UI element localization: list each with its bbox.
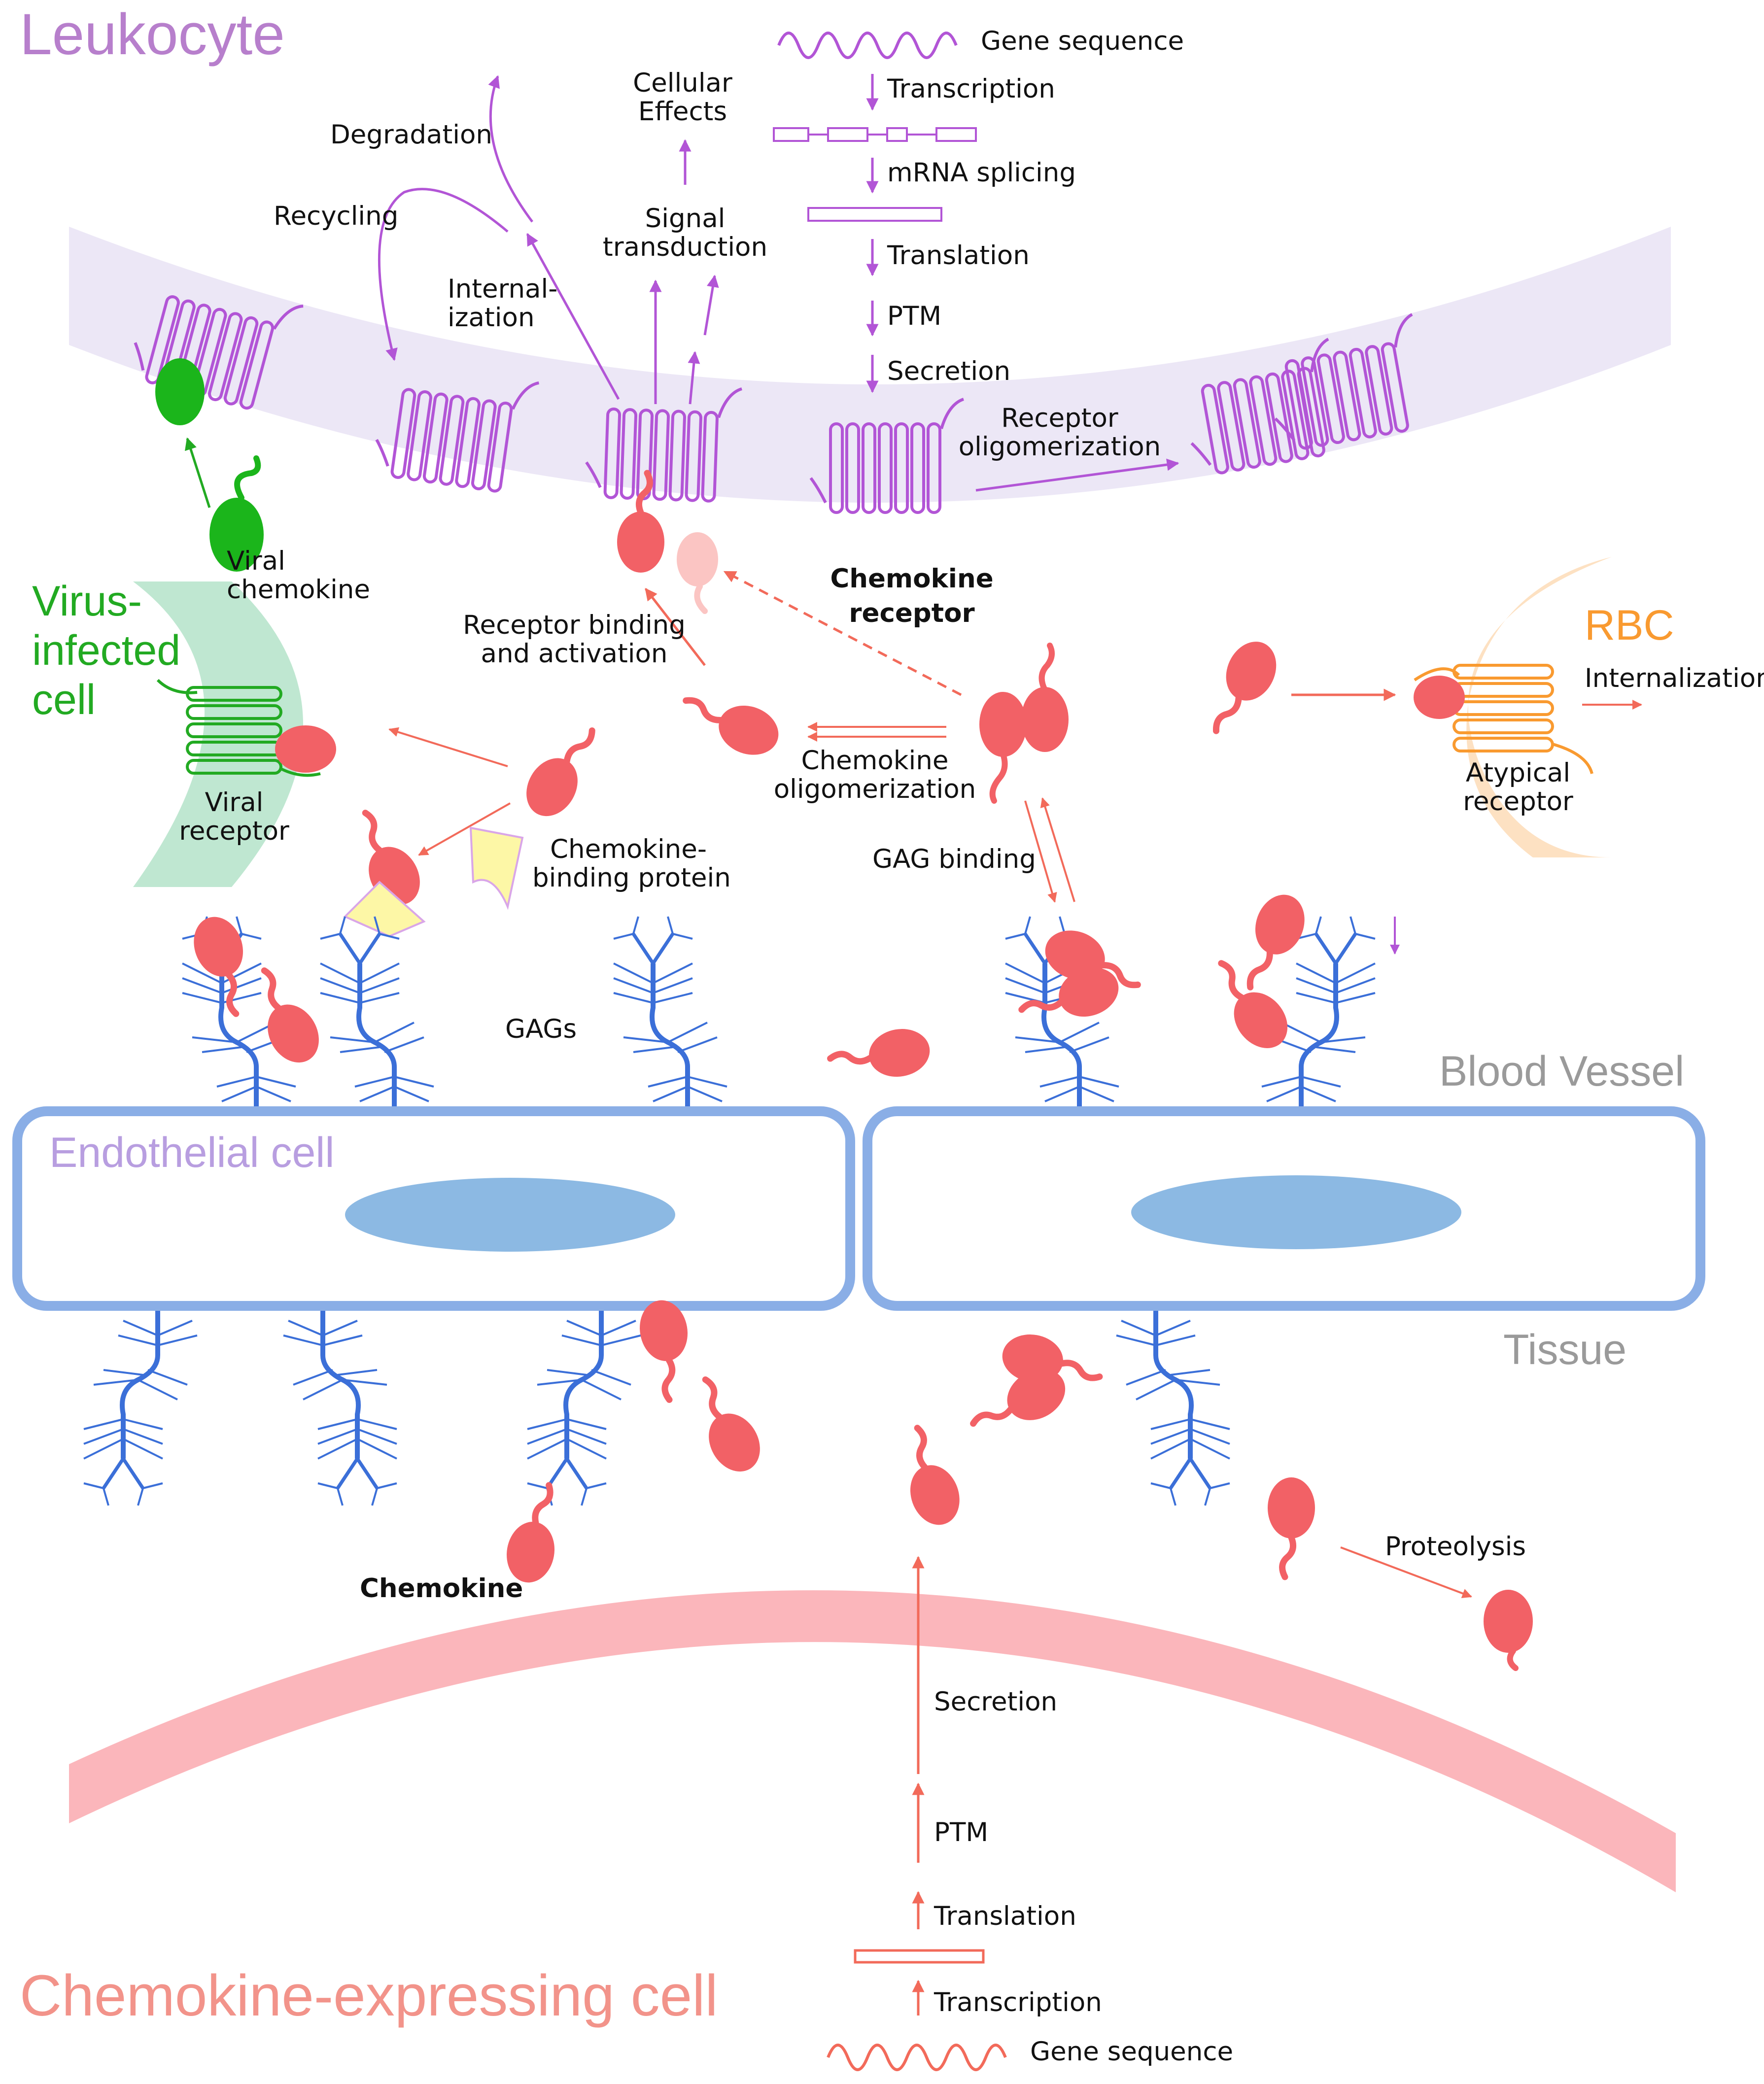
proteolysis-label: Proteolysis (1385, 1532, 1526, 1562)
signal-transduction-label: Signal transduction (602, 204, 768, 262)
chemokine-receptor-label: Chemokine receptor (830, 564, 994, 628)
expressing-translation-label: Translation (934, 1901, 1076, 1931)
leukocyte-gene-sequence-label: Gene sequence (981, 26, 1184, 56)
degradation-label: Degradation (330, 120, 492, 150)
expressing-transcription-label: Transcription (934, 1987, 1102, 2017)
virus-infected-cell-title: Virus- infected cell (32, 578, 181, 723)
internalization-rbc-label: Internalization (1585, 663, 1764, 693)
expressing-ptm-label: PTM (934, 1817, 989, 1847)
endothelial-cell-label: Endothelial cell (49, 1129, 335, 1176)
atypical-receptor-label: Atypical receptor (1463, 758, 1573, 817)
leukocyte-translation-label: Translation (887, 240, 1030, 271)
viral-receptor-label: Viral receptor (179, 787, 289, 846)
receptor-binding-label: Receptor binding and activation (463, 610, 686, 669)
viral-chemokine-label: Viral chemokine (227, 546, 371, 605)
cellular-effects-label: Cellular Effects (633, 68, 732, 127)
leukocyte-mrna-splicing-label: mRNA splicing (887, 158, 1076, 188)
gag-binding-label: GAG binding (872, 844, 1036, 874)
leukocyte-title: Leukocyte (20, 2, 285, 67)
tissue-label: Tissue (1503, 1326, 1627, 1373)
receptor-oligomerization-label: Receptor oligomerization (958, 403, 1161, 462)
expressing-secretion-label: Secretion (934, 1687, 1058, 1717)
leukocyte-transcription-label: Transcription (887, 74, 1055, 104)
recycling-label: Recycling (274, 201, 399, 231)
chemokine-label: Chemokine (360, 1573, 523, 1604)
leukocyte-ptm-label: PTM (887, 301, 942, 331)
rbc-title: RBC (1585, 602, 1674, 649)
internalization-label: Internal- ization (448, 274, 558, 333)
chemokine-oligomerization-label: Chemokine oligomerization (773, 746, 976, 804)
chemokine-binding-protein-label: Chemokine- binding protein (532, 834, 731, 893)
chemokine-expressing-cell-title: Chemokine-expressing cell (20, 1963, 718, 2028)
blood-vessel-label: Blood Vessel (1439, 1048, 1685, 1095)
gags-label: GAGs (505, 1014, 577, 1044)
leukocyte-secretion-label: Secretion (887, 356, 1011, 386)
expressing-gene-sequence-label: Gene sequence (1030, 2037, 1234, 2067)
